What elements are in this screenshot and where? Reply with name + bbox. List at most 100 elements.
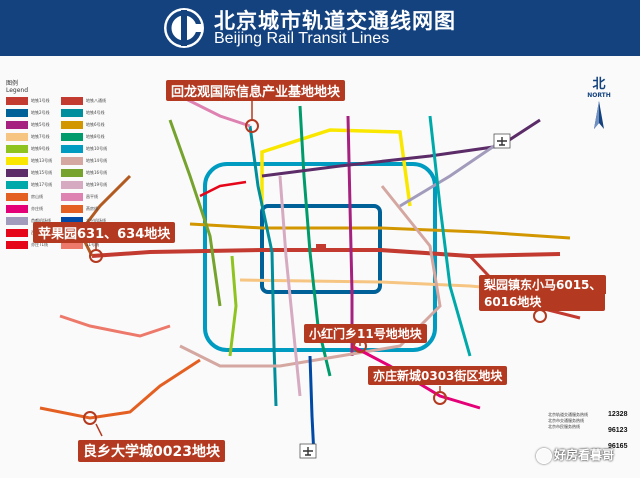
legend-subtitle: Legend xyxy=(6,87,29,94)
legend-swatch xyxy=(61,156,83,165)
legend-swatch xyxy=(6,228,28,237)
line-9 xyxy=(228,255,238,357)
legend-swatch xyxy=(61,132,83,141)
legend-label: 地铁八通线 xyxy=(86,97,106,103)
legend-label: 地铁1号线 xyxy=(31,97,50,103)
parcel-marker-liyuan xyxy=(533,309,547,323)
legend-item: 地铁15号线 xyxy=(6,168,61,177)
hotline-number-1: 12328 xyxy=(608,411,628,418)
legend-swatch xyxy=(6,120,28,129)
legend-item: 首都机场线 xyxy=(6,216,61,225)
hotline-label-3: 北京市民服务热线 xyxy=(548,424,580,429)
legend-swatch xyxy=(6,216,28,225)
legend-swatch xyxy=(61,96,83,105)
legend-label: 地铁8号线 xyxy=(86,133,105,139)
legend-swatch xyxy=(6,96,28,105)
header-bar: 北京城市轨道交通线网图 Beijing Rail Transit Lines xyxy=(0,0,640,56)
legend-swatch xyxy=(61,168,83,177)
map-background xyxy=(0,56,640,478)
legend-item: 地铁2号线 xyxy=(6,108,61,117)
legend-swatch xyxy=(61,120,83,129)
legend-label: 地铁19号线 xyxy=(86,181,108,187)
legend-grid: 地铁1号线 地铁八通线地铁2号线 地铁4号线地铁5号线 地铁6号线地铁7号线 地铁8号线… xyxy=(6,96,116,249)
capital-airport-icon xyxy=(493,133,511,149)
compass-north-en: NORTH xyxy=(587,92,611,99)
legend-label: 地铁10号线 xyxy=(86,145,108,151)
callout-pointer-liangxiang xyxy=(95,423,103,437)
legend-title: 图例 xyxy=(6,80,19,87)
legend-item: 地铁1号线 xyxy=(6,96,61,105)
legend-label: 地铁15号线 xyxy=(31,169,53,175)
legend-item: 大兴机场线 xyxy=(61,216,116,225)
hotline-number-2: 96123 xyxy=(608,427,628,434)
legend-label: 地铁4号线 xyxy=(86,109,105,115)
line-capital-airport xyxy=(399,140,501,208)
legend-item: 亦庄T1线 xyxy=(6,240,61,249)
callout-huilongguan[interactable]: 回龙观国际信息产业基地地块 xyxy=(166,80,346,101)
legend-swatch xyxy=(6,156,28,165)
legend-label: 地铁5号线 xyxy=(31,121,50,127)
line-14 xyxy=(179,185,442,368)
legend-item: 地铁4号线 xyxy=(61,108,116,117)
legend-swatch xyxy=(6,192,28,201)
line-6 xyxy=(189,222,571,240)
legend-label: 地铁16号线 xyxy=(86,169,108,175)
legend-swatch xyxy=(6,204,28,213)
legend-label: 首都机场线 xyxy=(31,217,51,223)
legend-label: 地铁17号线 xyxy=(31,181,53,187)
beijing-subway-logo-icon xyxy=(164,8,204,48)
legend-item: 地铁10号线 xyxy=(61,144,116,153)
legend-swatch xyxy=(6,108,28,117)
line-13 xyxy=(260,128,412,207)
line-19 xyxy=(278,175,302,397)
legend-swatch xyxy=(61,144,83,153)
callout-xiaohongmen[interactable]: 小红门乡11号地地块 xyxy=(304,324,427,343)
line-changping xyxy=(179,94,251,128)
legend-label: 亦庄T1线 xyxy=(31,241,48,247)
legend-swatch xyxy=(61,240,83,249)
legend-item: 地铁八通线 xyxy=(61,96,116,105)
legend-item: 地铁17号线 xyxy=(6,180,61,189)
parcel-marker-liangxiang xyxy=(83,411,97,425)
line-10-loop xyxy=(203,162,437,352)
legend-item: 燕房线 xyxy=(61,204,116,213)
legend-label: 大兴机场线 xyxy=(86,217,106,223)
legend-item: 地铁9号线 xyxy=(6,144,61,153)
north-arrow-icon xyxy=(594,101,604,129)
hotline-number-3: 96165 xyxy=(608,443,628,450)
watermark-logo-icon xyxy=(536,447,552,464)
legend-label: 地铁2号线 xyxy=(31,109,50,115)
line-xijiao xyxy=(199,180,247,198)
hotline-label-1: 北京轨道交通服务热线 xyxy=(548,412,588,417)
line-s1 xyxy=(78,174,132,257)
legend-item: 地铁14号线 xyxy=(61,156,116,165)
legend-swatch xyxy=(61,180,83,189)
callout-liyuan-line2[interactable]: 6016地块 xyxy=(479,292,605,311)
page-subtitle: Beijing Rail Transit Lines xyxy=(214,30,390,47)
legend-label: 地铁7号线 xyxy=(31,133,50,139)
legend-item: 地铁8号线 xyxy=(61,132,116,141)
legend-swatch xyxy=(6,240,28,249)
line-fangshan xyxy=(39,358,201,420)
legend-label: 地铁6号线 xyxy=(86,121,105,127)
page-title: 北京城市轨道交通线网图 xyxy=(214,9,456,33)
legend-swatch xyxy=(61,192,83,201)
callout-yizhuang[interactable]: 亦庄新城0303街区地块 xyxy=(368,366,508,385)
compass: 北 NORTH xyxy=(582,78,616,134)
callout-liyuan-line1[interactable]: 梨园镇东小马6015、 xyxy=(479,275,607,294)
legend-swatch xyxy=(61,108,83,117)
callout-pingguoyuan[interactable]: 苹果园631、634地块 xyxy=(33,222,176,243)
legend-label: 燕房线 xyxy=(86,205,98,211)
legend-item: 亦庄线 xyxy=(6,204,61,213)
legend-item: 地铁19号线 xyxy=(61,180,116,189)
legend-label: 地铁14号线 xyxy=(86,157,108,163)
legend-swatch xyxy=(6,168,28,177)
legend: 图例 Legend 地铁1号线 地铁八通线地铁2号线 地铁4号线地铁5号线 地铁6号线… xyxy=(6,80,116,249)
legend-swatch xyxy=(61,204,83,213)
legend-swatch xyxy=(6,180,28,189)
line-16 xyxy=(168,119,222,307)
watermark: 好房看暮哥 xyxy=(536,446,614,464)
legend-label: 房山线 xyxy=(31,193,43,199)
callout-liangxiang[interactable]: 良乡大学城0023地块 xyxy=(78,440,225,462)
legend-item: 地铁13号线 xyxy=(6,156,61,165)
